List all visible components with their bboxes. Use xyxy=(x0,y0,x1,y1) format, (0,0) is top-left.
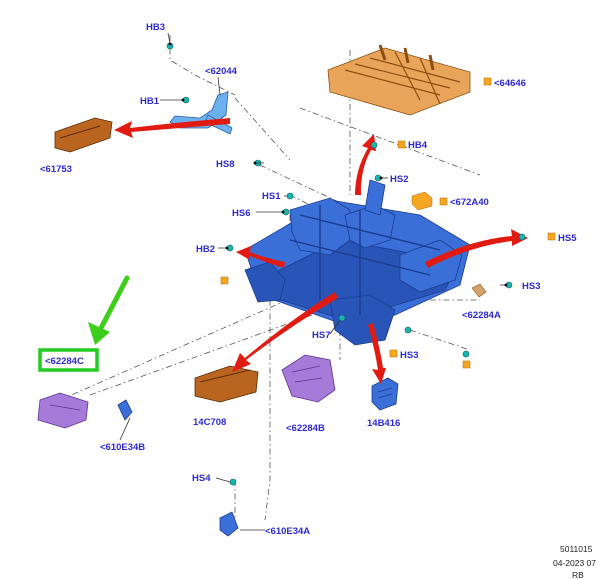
label-hs7: HS7 xyxy=(312,330,330,341)
label-hs8: HS8 xyxy=(216,159,234,170)
label-14c708: 14C708 xyxy=(193,417,226,428)
leader-lines xyxy=(119,32,508,531)
arrow-to-hs5 xyxy=(425,229,528,268)
label-672a40: <672A40 xyxy=(450,197,489,208)
label-62284a: <62284A xyxy=(462,310,501,321)
doc-number: 5011015 xyxy=(560,544,593,554)
fastener-hb4 xyxy=(370,141,378,149)
callout-arrows xyxy=(114,118,528,384)
label-64646: <64646 xyxy=(494,78,526,89)
label-14b416: 14B416 xyxy=(367,418,400,429)
arrow-to-14b416 xyxy=(368,323,386,384)
highlight-box-62284c xyxy=(38,348,99,372)
diagram-footer: 5011015 04-2023 07 RB xyxy=(553,544,596,579)
part-62284c-purple-cover xyxy=(37,392,89,429)
label-62044: <62044 xyxy=(205,66,238,77)
label-hs3-lower: HS3 xyxy=(400,350,418,361)
fastener-hs3-lower xyxy=(404,326,412,334)
label-hb1: HB1 xyxy=(140,96,160,107)
label-hs3-right: HS3 xyxy=(522,281,540,292)
marker-64646 xyxy=(483,77,492,86)
label-hb2: HB2 xyxy=(196,244,215,255)
arrow-to-61753 xyxy=(114,118,230,138)
marker-hs5 xyxy=(547,232,556,241)
part-610e34b-clip xyxy=(117,399,133,421)
fasteners xyxy=(166,42,526,486)
part-14b416-switch xyxy=(371,377,399,411)
marker-hb2-below xyxy=(220,276,229,285)
label-hs4: HS4 xyxy=(192,473,211,484)
part-14c708-brown-module xyxy=(194,365,259,403)
label-610e34a: <610E34A xyxy=(265,526,310,537)
markers xyxy=(220,77,556,369)
label-hb4: HB4 xyxy=(408,140,428,151)
part-62284b-purple-cover xyxy=(281,354,336,403)
fastener-hs4 xyxy=(229,478,237,486)
marker-672a40 xyxy=(439,197,448,206)
part-610e34a-clip xyxy=(219,511,239,537)
label-hs6: HS6 xyxy=(232,208,250,219)
marker-hb4 xyxy=(397,140,406,149)
green-highlight-arrow xyxy=(88,275,130,345)
arrow-to-hb4 xyxy=(355,134,376,195)
doc-date: 04-2023 07 xyxy=(553,558,596,568)
label-hb3: HB3 xyxy=(146,22,165,33)
fastener-hs7 xyxy=(338,314,346,322)
marker-lower-right xyxy=(462,360,471,369)
label-610e34b: <610E34B xyxy=(100,442,145,453)
fastener-hs1 xyxy=(286,192,294,200)
marker-hs3-lower xyxy=(389,349,398,358)
arrow-to-14c708 xyxy=(232,292,338,372)
part-labels: HB3 <62044 HB1 <64646 <61753 HB4 HS8 HS2… xyxy=(40,22,577,537)
fastener-hs5 xyxy=(518,233,526,241)
label-62284b: <62284B xyxy=(286,423,325,434)
doc-author: RB xyxy=(572,570,584,579)
part-62284a-bracket xyxy=(471,283,487,298)
label-61753: <61753 xyxy=(40,164,72,175)
part-61753-brown-cover xyxy=(54,117,113,153)
arrow-to-hb2 xyxy=(236,246,285,268)
label-hs1: HS1 xyxy=(262,191,281,202)
part-64646-orange-mat xyxy=(327,44,471,116)
fastener-lower-right xyxy=(462,350,470,358)
part-672a40-orange-bracket xyxy=(411,191,433,211)
label-hs5: HS5 xyxy=(558,233,577,244)
label-hs2: HS2 xyxy=(390,174,408,185)
label-62284c: <62284C xyxy=(45,356,84,367)
